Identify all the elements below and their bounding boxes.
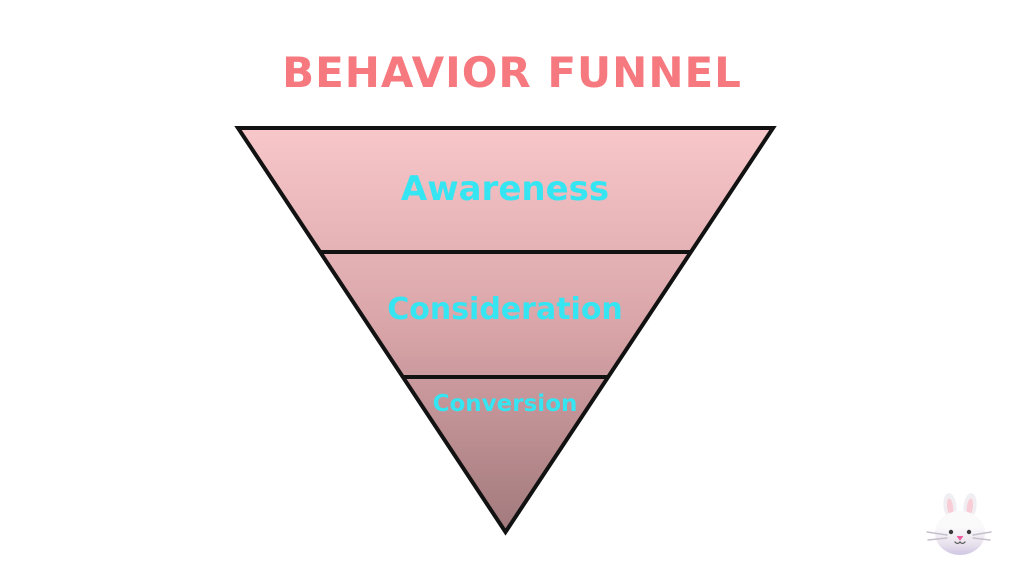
page-title: BEHAVIOR FUNNEL [282,48,742,97]
funnel-triangle [234,126,777,536]
funnel-stage-label-conversion: Conversion [432,391,578,417]
funnel-stage-label-consideration: Consideration [387,292,623,327]
funnel-stage-label-awareness: Awareness [400,169,610,209]
bunny-face-icon [926,493,992,555]
